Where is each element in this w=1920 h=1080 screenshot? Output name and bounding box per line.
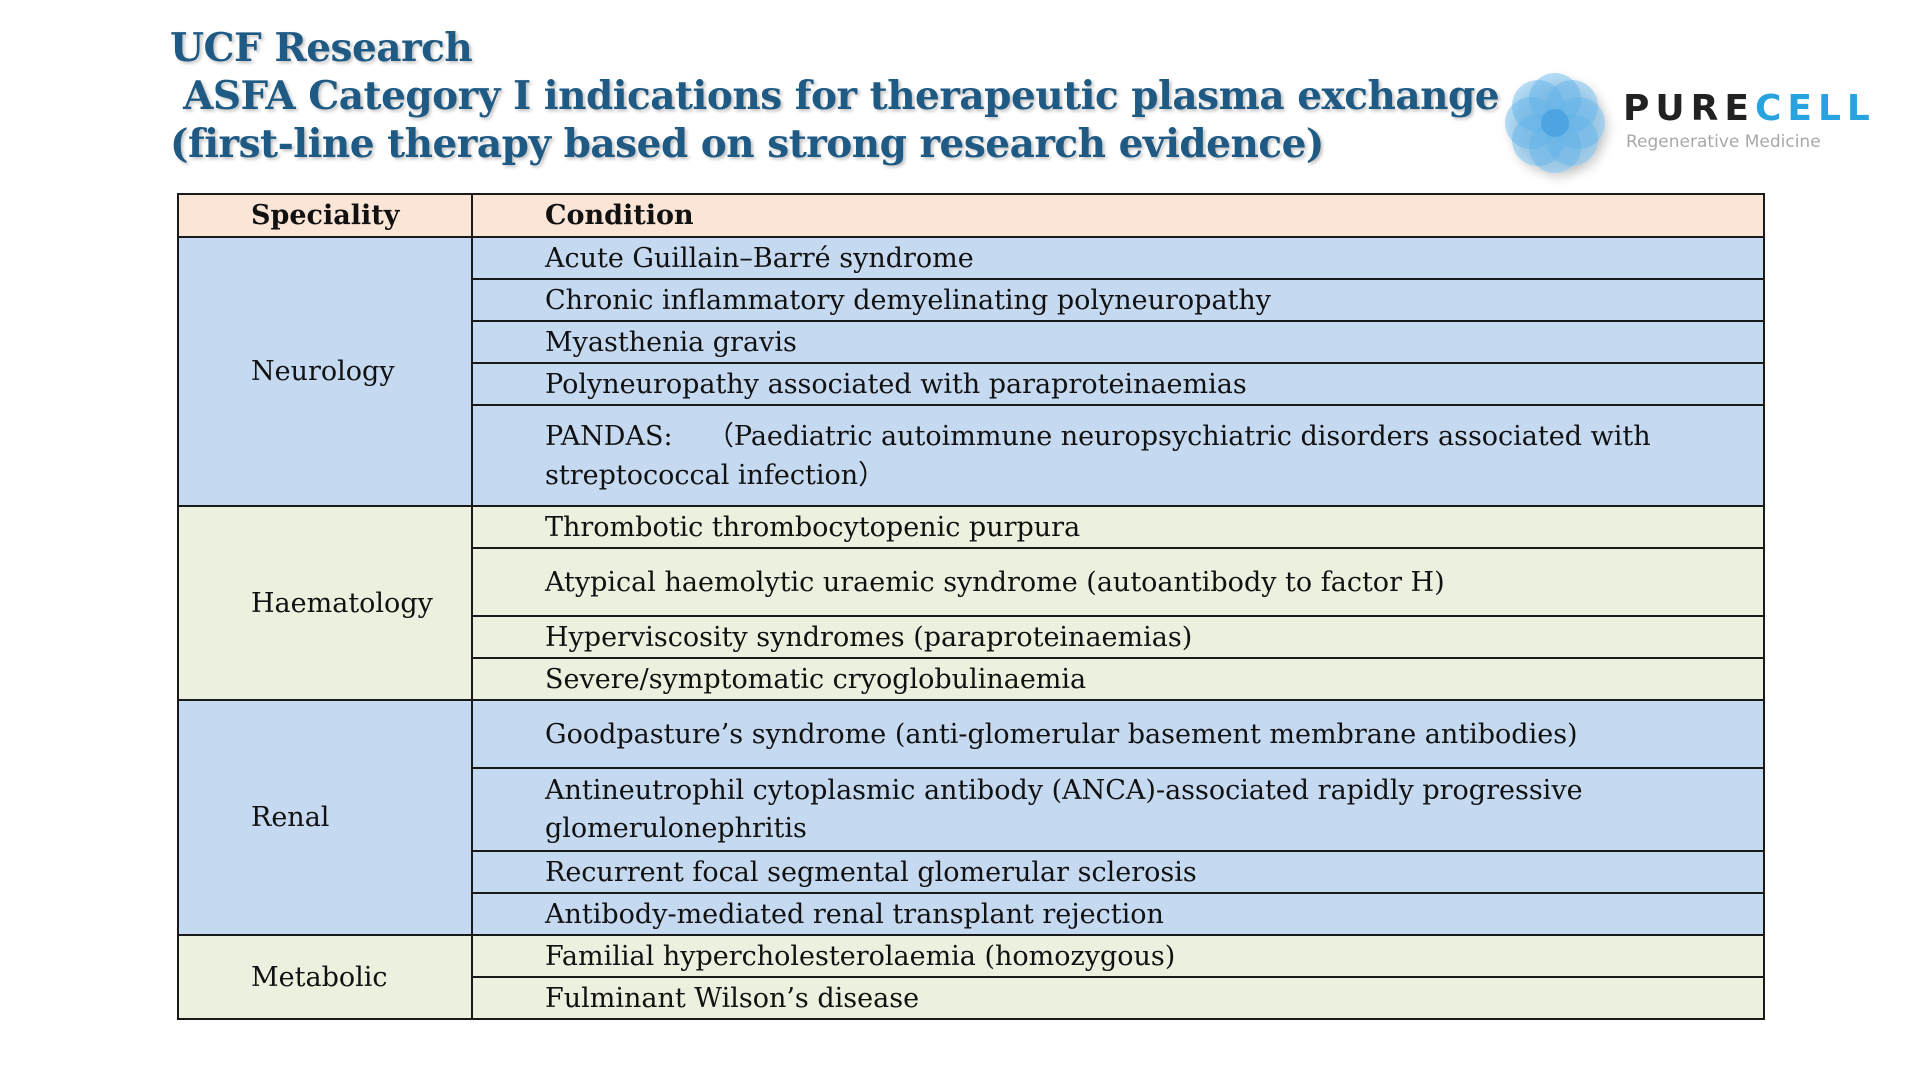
logo-wordmark: PURECELL	[1623, 88, 1876, 129]
table-row: Haematology Thrombotic thrombocytopenic …	[177, 505, 1765, 701]
condition-cell: PANDAS: （Paediatric autoimmune neuropsyc…	[471, 404, 1765, 507]
speciality-cell-neurology: Neurology	[177, 236, 473, 507]
condition-cell: Severe/symptomatic cryoglobulinaemia	[471, 657, 1765, 701]
flower-logo-icon	[1505, 73, 1605, 173]
title-line-2: ASFA Category I indications for therapeu…	[170, 73, 1500, 119]
page-title: UCF Research ASFA Category I indications…	[170, 24, 1500, 168]
condition-cell: Recurrent focal segmental glomerular scl…	[471, 850, 1765, 894]
table-row: Metabolic Familial hypercholesterolaemia…	[177, 934, 1765, 1020]
condition-cell: Familial hypercholesterolaemia (homozygo…	[471, 934, 1765, 978]
speciality-cell-metabolic: Metabolic	[177, 934, 473, 1020]
title-line-1: UCF Research	[170, 25, 473, 71]
condition-cell: Acute Guillain–Barré syndrome	[471, 236, 1765, 280]
condition-cell: Polyneuropathy associated with paraprote…	[471, 362, 1765, 406]
logo-word-cell: CELL	[1754, 88, 1876, 129]
condition-cell: Antibody-mediated renal transplant rejec…	[471, 892, 1765, 936]
indications-table: Speciality Condition Neurology Acute Gui…	[177, 193, 1765, 1020]
speciality-cell-renal: Renal	[177, 699, 473, 936]
table-header-row: Speciality Condition	[177, 193, 1765, 238]
condition-cell: Goodpasture’s syndrome (anti-glomerular …	[471, 699, 1765, 769]
condition-cell: Thrombotic thrombocytopenic purpura	[471, 505, 1765, 549]
condition-cell: Atypical haemolytic uraemic syndrome (au…	[471, 547, 1765, 617]
indications-table-wrapper: Speciality Condition Neurology Acute Gui…	[177, 193, 1765, 1020]
logo-word-pure: PURE	[1623, 88, 1755, 129]
condition-cell: Myasthenia gravis	[471, 320, 1765, 364]
condition-cell: Fulminant Wilson’s disease	[471, 976, 1765, 1020]
table-row: Neurology Acute Guillain–Barré syndrome	[177, 236, 1765, 507]
condition-cell: Chronic inflammatory demyelinating polyn…	[471, 278, 1765, 322]
title-line-3: (first-line therapy based on strong rese…	[170, 121, 1324, 167]
speciality-cell-haematology: Haematology	[177, 505, 473, 701]
condition-cell: Antineutrophil cytoplasmic antibody (ANC…	[471, 767, 1765, 852]
logo-subtitle: Regenerative Medicine	[1626, 132, 1821, 152]
header-condition: Condition	[471, 193, 1765, 238]
table-row: Renal Goodpasture’s syndrome (anti-glome…	[177, 699, 1765, 936]
header-speciality: Speciality	[177, 193, 473, 238]
purecell-logo: PURECELL Regenerative Medicine	[1480, 58, 1910, 188]
condition-cell: Hyperviscosity syndromes (paraproteinaem…	[471, 615, 1765, 659]
